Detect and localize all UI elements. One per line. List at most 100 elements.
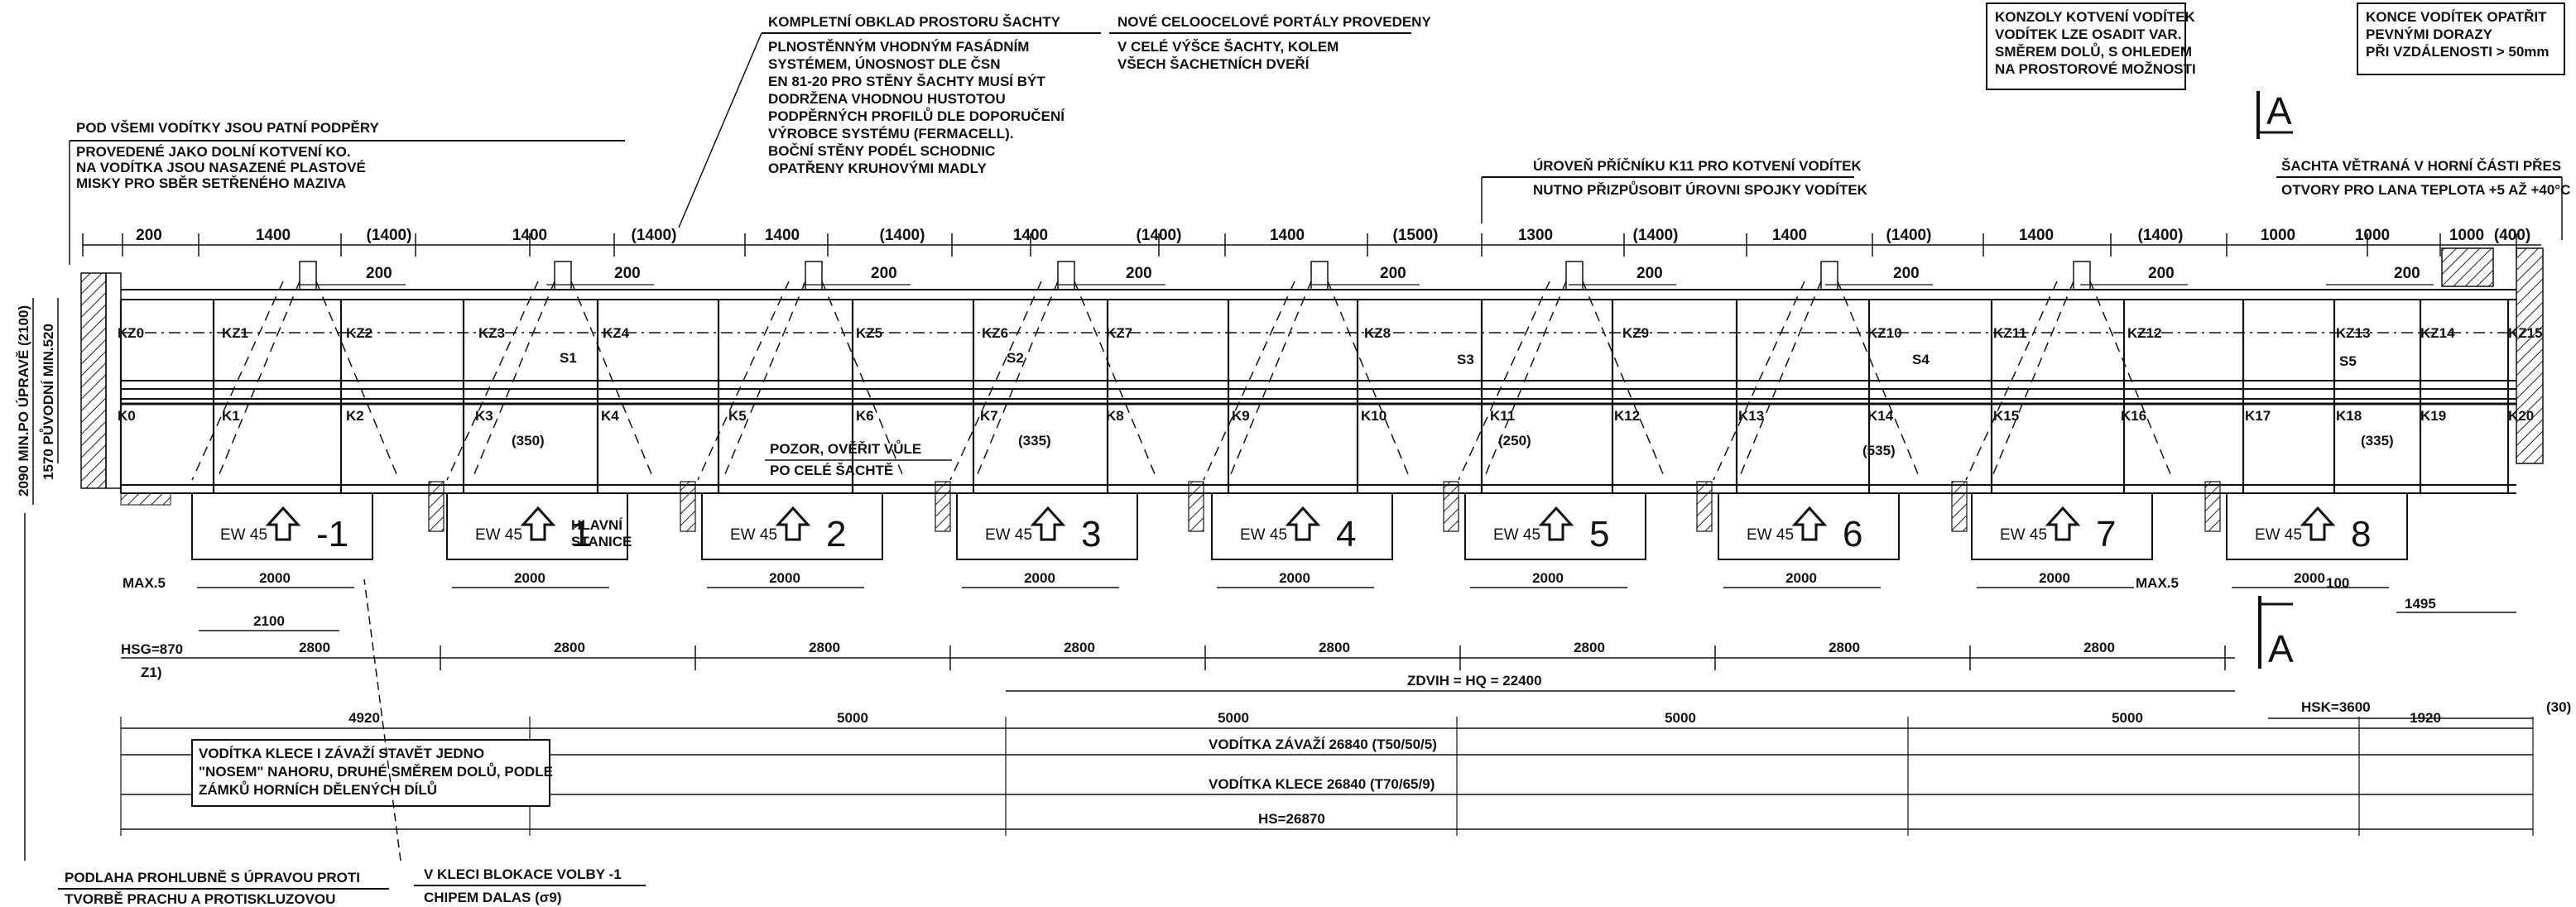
note-consoles-line-3: SMĚREM DOLŮ, S OHLEDEM (1995, 43, 2192, 60)
note-cladding-line-6: VÝROBCE SYSTÉMU (FERMACELL). (768, 126, 1014, 142)
main-station-line-2: STANICE (571, 534, 632, 549)
arrow-up-icon (1030, 506, 1066, 541)
top-dim-value: 1000 (2261, 227, 2295, 244)
door-jamb (1443, 481, 1459, 532)
note-guide-ends: KONCE VODÍTEK OPATŘIT PEVNÝMI DORAZY PŘI… (2357, 2, 2565, 75)
top-dim-value: 1400 (256, 227, 291, 244)
console-dim-value: 200 (1126, 265, 1152, 282)
note-k11: ÚROVEŇ PŘÍČNÍKU K11 PRO KOTVENÍ VODÍTEK … (1481, 158, 1868, 223)
upper-bracket-label: KZ0 (118, 325, 144, 341)
lower-bracket-label: K3 (475, 408, 493, 424)
note-guide-supports-line-1: PROVEDENÉ JAKO DOLNÍ KOTVENÍ KO. (76, 144, 351, 160)
top-dim-value: (1400) (367, 227, 412, 244)
door-jamb (428, 481, 445, 532)
top-dim-value: 1400 (1270, 227, 1305, 244)
note-cladding-line-5: PODPĚRNÝCH PROFILŮ DLE DOPORUČENÍ (768, 108, 1065, 124)
door-width-value: 2000 (1785, 570, 1817, 586)
note-guide-supports-title: POD VŠEMI VODÍTKY JSOU PATNÍ PODPĚRY (76, 120, 380, 136)
left-vertical-dims: 2090 MIN.PO ÚPRAVĚ (2100) 1570 PŮVODNÍ M… (16, 298, 59, 505)
arrow-up-icon (2045, 506, 2081, 541)
fire-rating-label: EW 45 (220, 526, 267, 544)
note-guide-supports-line-3: MISKY PRO SBĚR SETŘENÉHO MAZIVA (76, 175, 346, 191)
arrow-up-icon (775, 506, 811, 541)
dim-max-left: MAX.5 (123, 575, 166, 591)
diagonal-brace (1965, 281, 2058, 481)
note-pit-floor: PODLAHA PROHLUBNĚ S ÚPRAVOU PROTI TVORBĚ… (24, 513, 389, 907)
diagonal-brace (1327, 281, 1411, 481)
door-width-value: 2000 (769, 570, 800, 586)
station-number: 7 (2096, 514, 2116, 554)
lower-bracket-label: K10 (1361, 408, 1387, 424)
arrow-up-icon (265, 506, 301, 541)
door-jamb (680, 481, 696, 532)
diagonal-brace (570, 281, 655, 481)
door-frame (2226, 492, 2408, 560)
splice-label: S2 (1007, 350, 1024, 366)
note-ends-line-1: KONCE VODÍTEK OPATŘIT (2366, 9, 2547, 25)
clearance-value: (535) (1862, 443, 1896, 458)
lower-bracket-label: K13 (1738, 408, 1764, 424)
note-block-line-2: CHIPEM DALAS (σ9) (424, 890, 562, 905)
top-dim-value: (1400) (1886, 227, 1932, 244)
lower-bracket-label: K19 (2420, 408, 2446, 424)
note-guide-supports: POD VŠEMI VODÍTKY JSOU PATNÍ PODPĚRY PRO… (69, 120, 625, 265)
diagonal-brace (191, 281, 284, 481)
note-ends-line-3: PŘI VZDÁLENOSTI > 50mm (2366, 44, 2550, 60)
section-mark-label-bottom: A (2268, 627, 2294, 670)
lower-bracket-label: K15 (1993, 408, 2019, 424)
door-width-value: 2000 (1279, 570, 1310, 586)
fire-rating-label: EW 45 (2000, 526, 2047, 544)
lower-bracket-label: K4 (601, 408, 619, 424)
lower-bracket-label: K7 (980, 408, 998, 424)
note-portals-line-1: V CELÉ VÝŠCE ŠACHTY, KOLEM (1117, 39, 1338, 55)
top-dim-value: 1000 (2355, 227, 2390, 244)
note-guide-supports-line-2: NA VODÍTKA JSOU NASAZENÉ PLASTOVÉ (76, 160, 366, 175)
note-guides-line-1: VODÍTKA KLECE I ZÁVAŽÍ STAVĚT JEDNO (199, 746, 484, 761)
console-dim-value: 200 (2148, 265, 2175, 282)
upper-bracket-label: KZ10 (1867, 325, 1902, 341)
note-consoles-line-2: VODÍTEK LZE OSADIT VAR. (1995, 26, 2181, 42)
note-vent-sub: OTVORY PRO LANA TEPLOTA +5 AŽ +40°C (2281, 182, 2570, 198)
lower-bracket-label: K0 (118, 408, 136, 424)
diagonal-brace (1713, 281, 1805, 481)
note-cladding-line-2: SYSTÉMEM, ÚNOSNOST DLE ČSN (768, 56, 1001, 72)
door-jamb (1696, 481, 1713, 532)
door-jamb (935, 481, 951, 532)
chain-segment-value: 1920 (2410, 710, 2441, 726)
door-frame (956, 492, 1138, 560)
top-dim-value: (400) (2494, 227, 2530, 244)
door-width-value: 2000 (259, 570, 291, 586)
console-dim-value: 200 (871, 265, 897, 282)
chain-segment-value: 5000 (1218, 710, 1249, 726)
door-frame (701, 492, 883, 560)
dim-travel: ZDVIH = HQ = 22400 (1407, 673, 1542, 689)
note-guide-orientation: VODÍTKA KLECE I ZÁVAŽÍ STAVĚT JEDNO "NOS… (191, 739, 553, 807)
diagonal-brace (1458, 281, 1550, 481)
console-bracket (1565, 261, 1584, 290)
top-dim-value: (1400) (2138, 227, 2184, 244)
upper-bracket-label: KZ5 (856, 325, 882, 341)
door-width-value: 2000 (514, 570, 545, 586)
upper-bracket-label: KZ13 (2336, 325, 2371, 341)
diagonal-brace (1837, 281, 1921, 481)
top-dim-value: (1500) (1393, 227, 1439, 244)
lower-bracket-label: K1 (222, 408, 240, 424)
top-dim-value: (1400) (880, 227, 925, 244)
console-bracket (1310, 261, 1329, 290)
console-dim-value: 200 (614, 265, 641, 282)
lower-bracket-label: K16 (2121, 408, 2146, 424)
door-width-value: 2000 (2039, 570, 2070, 586)
upper-bracket-label: KZ12 (2127, 325, 2162, 341)
note-shaft-cladding: KOMPLETNÍ OBKLAD PROSTORU ŠACHTY PLNOSTĚ… (678, 14, 1101, 228)
arrow-up-icon (520, 506, 556, 541)
chain-segment-value: 5000 (2112, 710, 2143, 726)
left-dim-2090: 2090 MIN.PO ÚPRAVĚ (2100) (16, 305, 31, 497)
station-number: 2 (826, 514, 846, 554)
diagonal-brace (315, 281, 400, 481)
note-cladding-line-4: DODRŽENA VHODNOU HUSTOTOU (768, 91, 1006, 107)
dim-hsk: HSK=3600 (2301, 699, 2371, 715)
note-consoles: KONZOLY KOTVENÍ VODÍTEK VODÍTEK LZE OSAD… (1986, 2, 2196, 90)
